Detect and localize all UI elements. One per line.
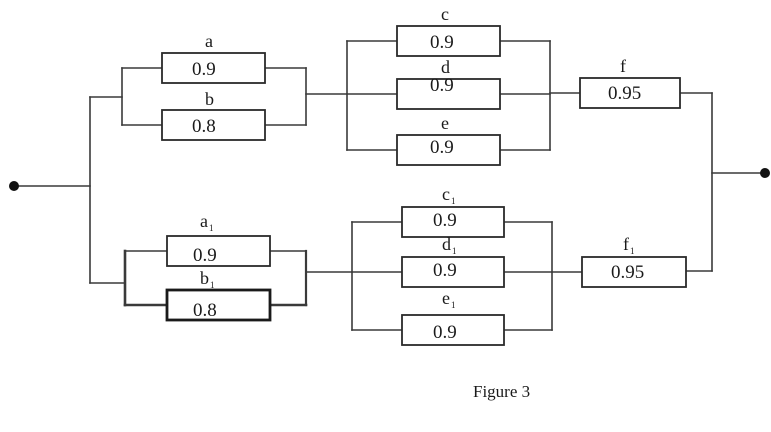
block-box [581, 256, 687, 288]
block-value: 0.8 [192, 116, 216, 137]
block-label-letter: f [623, 234, 629, 254]
block-value: 0.9 [430, 137, 454, 158]
block-d1: d1 0.9 [401, 234, 505, 288]
block-box [161, 109, 266, 141]
block-f: f 0.95 [579, 56, 681, 109]
block-label: d1 [442, 234, 457, 256]
block-b1: b1 0.8 [165, 268, 272, 322]
block-c: c 0.9 [396, 4, 501, 57]
block-box [579, 77, 681, 109]
block-e1: e1 0.9 [401, 288, 505, 346]
block-label: c1 [442, 184, 456, 206]
block-label: c [441, 4, 449, 24]
block-label-subscript: 1 [451, 300, 456, 310]
block-label: f1 [623, 234, 635, 256]
block-box [166, 235, 271, 267]
block-a: a 0.9 [161, 31, 266, 84]
block-label-letter: e [442, 288, 450, 308]
block-label-subscript: 1 [630, 246, 635, 256]
block-box [165, 288, 272, 322]
block-label: e1 [442, 288, 456, 310]
output-terminal [760, 168, 770, 178]
block-value: 0.9 [430, 32, 454, 53]
block-label: a1 [200, 211, 214, 233]
block-box [396, 78, 501, 110]
block-label: e [441, 113, 449, 133]
block-label-subscript: 1 [209, 223, 214, 233]
block-value: 0.8 [193, 300, 217, 321]
wiring [17, 40, 765, 331]
block-value: 0.9 [433, 210, 457, 231]
block-label-letter: b [200, 268, 209, 288]
block-box [396, 134, 501, 166]
block-a1: a1 0.9 [166, 211, 271, 267]
block-label: d [441, 57, 450, 77]
block-label-subscript: 1 [452, 246, 457, 256]
block-label-letter: c [442, 184, 450, 204]
block-box [161, 52, 266, 84]
figure-caption: Figure 3 [473, 382, 530, 401]
block-box [401, 206, 505, 238]
block-b: b 0.8 [161, 89, 266, 141]
block-value: 0.95 [608, 83, 641, 104]
block-value: 0.9 [433, 260, 457, 281]
block-e: e 0.9 [396, 113, 501, 166]
block-c1: c1 0.9 [401, 184, 505, 238]
input-terminal [9, 181, 19, 191]
block-label-letter: d [442, 234, 451, 254]
block-label-letter: a [200, 211, 208, 231]
block-value: 0.9 [193, 245, 217, 266]
block-label-subscript: 1 [210, 280, 215, 290]
block-box [401, 256, 505, 288]
block-label: a [205, 31, 213, 51]
block-box [401, 314, 505, 346]
block-value: 0.9 [192, 59, 216, 80]
block-value: 0.95 [611, 262, 644, 283]
block-value: 0.9 [430, 75, 454, 96]
block-label: b1 [200, 268, 215, 290]
block-f1: f1 0.95 [581, 234, 687, 288]
block-value: 0.9 [433, 322, 457, 343]
block-label: f [620, 56, 626, 76]
block-label: b [205, 89, 214, 109]
block-label-subscript: 1 [451, 196, 456, 206]
block-box [396, 25, 501, 57]
block-d: d 0.9 [396, 57, 501, 110]
